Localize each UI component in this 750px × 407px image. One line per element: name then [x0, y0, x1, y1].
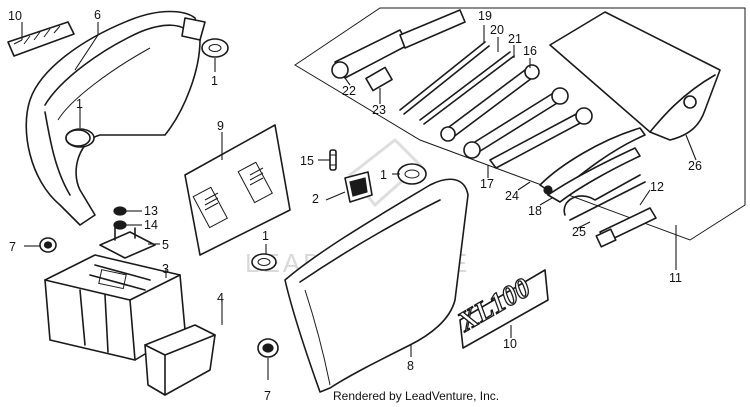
grommet-7-bottom [257, 338, 279, 358]
grommet-7-left [39, 237, 57, 253]
screwdriver-20 [419, 51, 515, 125]
wrench-16 [463, 87, 569, 159]
wrench-17 [489, 107, 593, 169]
callout-24: 24 [505, 189, 519, 203]
battery-bracket [99, 224, 156, 259]
callout-6: 6 [94, 8, 101, 22]
callout-1-right: 1 [380, 168, 387, 182]
callout-11: 11 [669, 271, 682, 285]
screwdriver-19 [399, 41, 490, 115]
plug-wrench [331, 9, 466, 92]
callout-13: 13 [144, 204, 158, 218]
callout-16: 16 [523, 44, 537, 58]
grommet-right-lower [251, 253, 277, 271]
battery-cover [144, 324, 216, 396]
callout-2: 2 [312, 192, 319, 206]
wrench-21 [440, 64, 540, 142]
pliers [539, 127, 646, 203]
socket-wrench-12 [595, 207, 657, 248]
callout-21: 21 [508, 32, 522, 46]
grommet-right-upper [397, 163, 427, 185]
callout-15: 15 [300, 154, 314, 168]
callout-25: 25 [572, 225, 586, 239]
callout-1-mid: 1 [262, 229, 269, 243]
xl100-emblem: XL100 [451, 269, 549, 349]
callout-23: 23 [372, 103, 386, 117]
grommet-upper [201, 38, 229, 58]
callout-10-decal: 10 [8, 9, 22, 23]
callout-8: 8 [407, 359, 414, 373]
left-side-cover [25, 10, 206, 226]
leader-lines [21, 22, 697, 380]
callout-4: 4 [217, 291, 224, 305]
callout-26: 26 [688, 159, 702, 173]
callout-5: 5 [162, 238, 169, 252]
callout-20: 20 [490, 23, 504, 37]
callout-12: 12 [650, 180, 664, 194]
grommet-lower-left [65, 129, 91, 147]
right-side-cover [284, 178, 469, 393]
tool-bag [549, 11, 721, 141]
hook-wrench [563, 174, 646, 221]
decal-left [7, 21, 75, 57]
callout-7-bottom: 7 [264, 389, 271, 403]
callout-22: 22 [342, 84, 356, 98]
callout-1-left: 1 [76, 97, 83, 111]
callout-17: 17 [480, 177, 494, 191]
credit-footer: Rendered by LeadVenture, Inc. [333, 389, 500, 403]
callout-18: 18 [528, 204, 542, 218]
fuse [329, 149, 337, 171]
callout-3: 3 [162, 262, 169, 276]
callout-7-left: 7 [9, 240, 16, 254]
callout-10-emblem: 10 [503, 337, 517, 351]
fuse-holder [344, 171, 373, 203]
tool-kit-outline [294, 7, 746, 241]
callout-1-upper: 1 [211, 74, 218, 88]
callout-9: 9 [217, 119, 224, 133]
nut-13 [113, 206, 127, 216]
callout-14: 14 [144, 218, 158, 232]
tool-sheet [184, 124, 291, 256]
callout-labels: 10 6 1 1 9 13 14 7 5 3 4 15 2 1 1 8 7 19… [8, 8, 702, 403]
callout-19: 19 [478, 9, 492, 23]
